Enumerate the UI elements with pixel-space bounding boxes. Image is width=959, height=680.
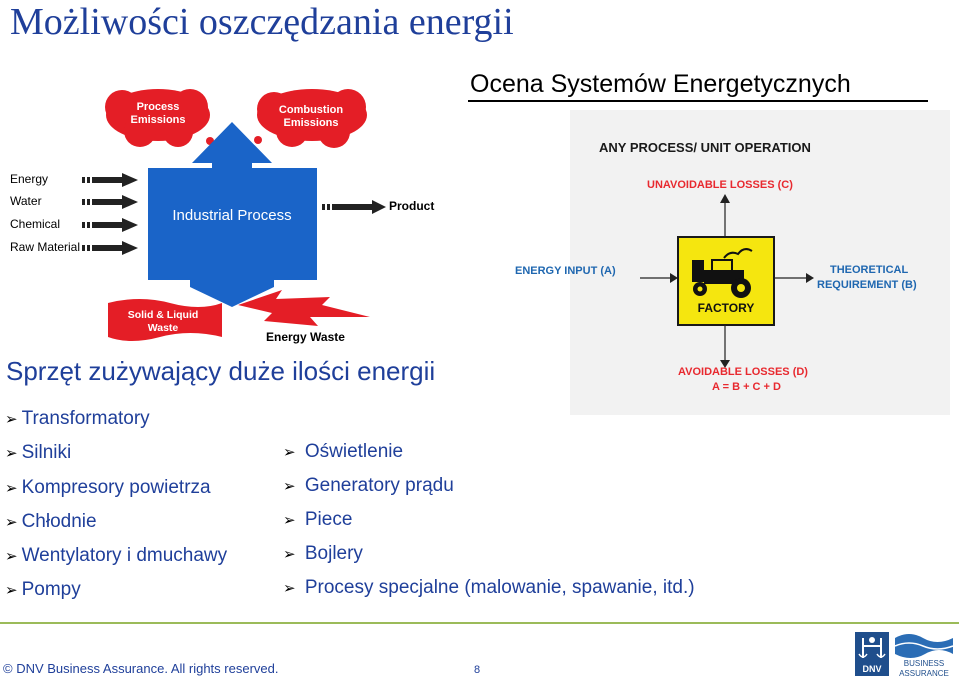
logo-business-text: BUSINESS [904,659,944,668]
bullet-arrow-icon: ➢ [5,411,18,428]
bullet-arrow-icon: ➢ [283,478,296,495]
bullet-arrow-icon: ➢ [5,514,18,531]
equipment-item: ➢Transformatory [5,408,150,430]
process-emissions-cloud: Process Emissions [105,89,210,147]
slide-title: Możliwości oszczędzania energii [10,0,514,44]
equipment-item: ➢ Bojlery [283,543,363,565]
industrial-process-diagram: Process Emissions Combustion Emissions I… [0,85,460,350]
input-label-chemical: Chemical [10,217,60,231]
formula-label: A = B + C + D [712,381,781,393]
energy-waste-label: Energy Waste [266,330,345,344]
equipment-item: ➢ Procesy specjalne (malowanie, spawanie… [283,577,695,599]
dnv-logo: DNV [855,632,889,676]
combustion-emissions-cloud: Combustion Emissions [257,89,367,148]
factory-label: FACTORY [698,301,755,315]
energy-waste-bolt-icon [238,290,370,326]
dnv-logo-text: DNV [862,664,881,674]
process-emissions-label-1: Process [137,101,180,113]
input-label-raw-material: Raw Material [10,240,80,254]
equipment-item: ➢ Generatory prądu [283,475,454,497]
any-process-label: ANY PROCESS/ UNIT OPERATION [599,140,811,155]
equipment-item: ➢Pompy [5,579,81,601]
bullet-arrow-icon: ➢ [5,480,18,497]
equipment-item: ➢ Piece [283,509,352,531]
combustion-emissions-label-1: Combustion [279,104,343,116]
theoretical-requirement-label-2: REQUIREMENT (B) [817,279,917,291]
avoidable-losses-label: AVOIDABLE LOSSES (D) [678,366,808,378]
equipment-item: ➢ Oświetlenie [283,441,403,463]
product-label: Product [389,199,434,213]
equipment-item: ➢Chłodnie [5,511,97,533]
bullet-arrow-icon: ➢ [283,580,296,597]
bullet-arrow-icon: ➢ [5,582,18,599]
input-label-water: Water [10,194,42,208]
footer-divider [0,622,959,624]
bullet-arrow-icon: ➢ [283,512,296,529]
bullet-arrow-icon: ➢ [5,445,18,462]
footer-copyright: © DNV Business Assurance. All rights res… [3,661,278,676]
subtitle-underline [468,100,928,102]
section-heading: Sprzęt zużywający duże ilości energii [6,356,435,387]
unavoidable-losses-label: UNAVOIDABLE LOSSES (C) [647,179,793,191]
logo-assurance-text: ASSURANCE [899,669,949,678]
energy-input-label: ENERGY INPUT (A) [515,265,616,277]
bullet-arrow-icon: ➢ [283,546,296,563]
input-arrows [82,173,138,255]
equipment-item: ➢Silniki [5,442,71,464]
solid-liquid-waste-label-2: Waste [148,322,179,334]
slide-subtitle: Ocena Systemów Energetycznych [470,70,851,99]
product-arrow [322,200,386,214]
process-emissions-label-2: Emissions [130,114,185,126]
industrial-process-label: Industrial Process [172,207,291,224]
energy-balance-diagram: ANY PROCESS/ UNIT OPERATION UNAVOIDABLE … [510,110,950,415]
equipment-item: ➢Kompresory powietrza [5,477,211,499]
page-number: 8 [474,664,480,676]
theoretical-requirement-label-1: THEORETICAL [830,264,909,276]
business-assurance-logo: BUSINESS ASSURANCE [893,632,955,678]
equipment-item: ➢Wentylatory i dmuchawy [5,545,227,567]
bullet-arrow-icon: ➢ [5,548,18,565]
combustion-emissions-label-2: Emissions [283,117,338,129]
input-label-energy: Energy [10,172,48,186]
solid-liquid-waste-label-1: Solid & Liquid [128,309,199,321]
bullet-arrow-icon: ➢ [283,444,296,461]
